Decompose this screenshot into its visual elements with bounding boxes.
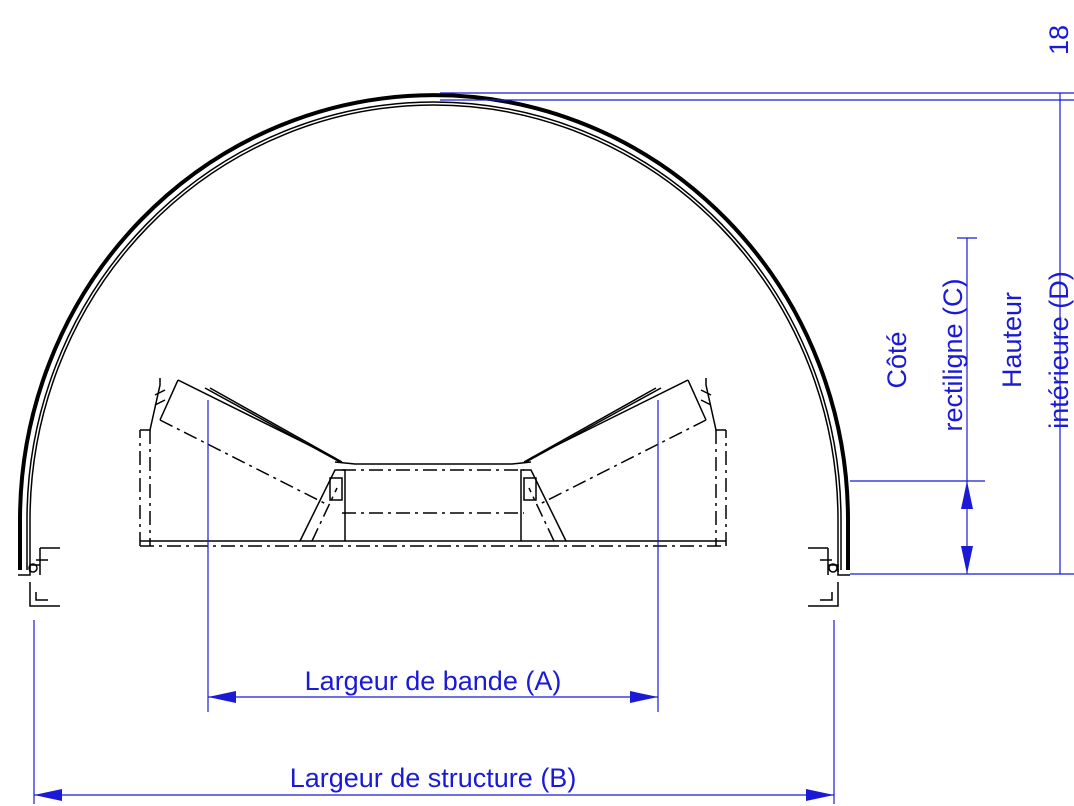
structure-width-label: Largeur de structure (B) (290, 763, 577, 793)
cover-arch (18, 93, 850, 572)
idler-frame (139, 378, 727, 547)
dimension-lines (33, 92, 1074, 804)
inner-height-label-line1: Hauteur (997, 292, 1027, 388)
right-clamp (808, 547, 850, 607)
edge-number-label: 18 (1044, 25, 1074, 55)
left-clamp (18, 547, 60, 607)
straight-side-label-line1: Côté (882, 331, 912, 388)
straight-side-label-line2: rectiligne (C) (938, 278, 968, 431)
belt-width-label: Largeur de bande (A) (305, 666, 562, 696)
inner-height-label-line2: intérieure (D) (1044, 271, 1074, 429)
